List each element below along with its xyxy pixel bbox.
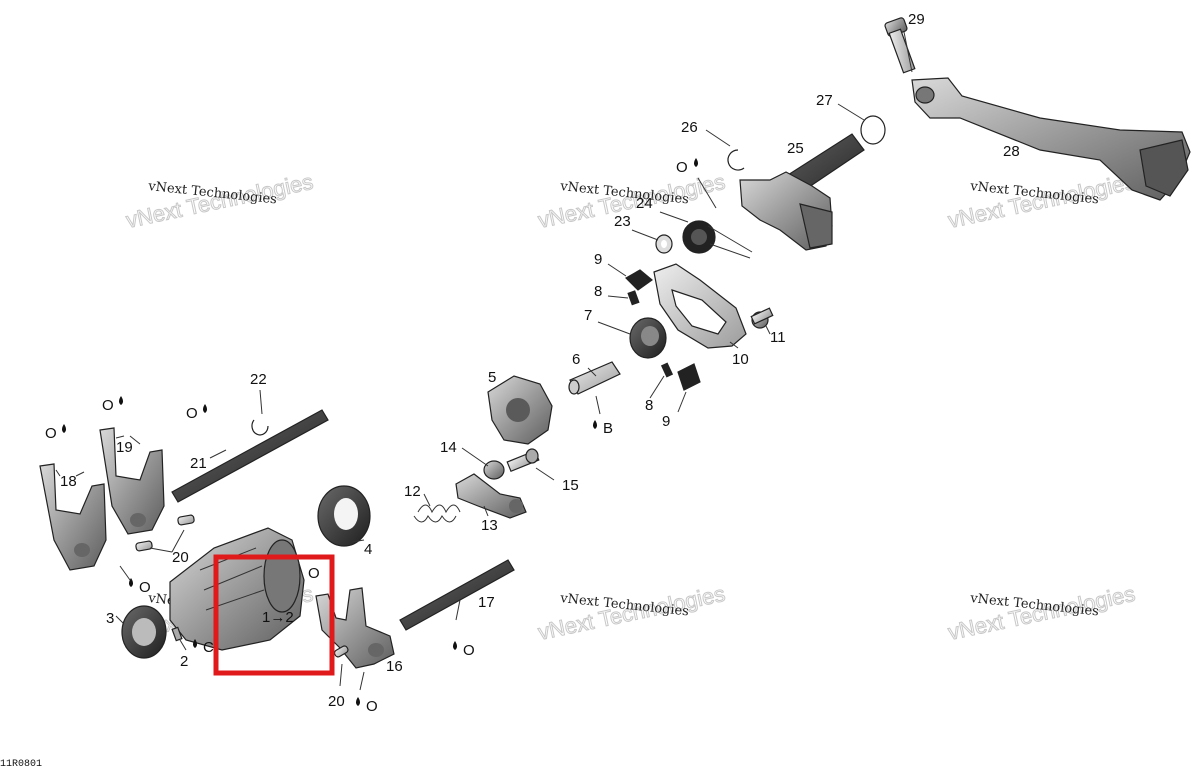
watermark-3: vNext Technologies vNext Technologies <box>945 168 1137 233</box>
callouts: 29 27 26 25 28 24 23 9 8 7 11 10 6 5 8 9… <box>60 11 1020 710</box>
part-19-shift-fork[interactable] <box>99 427 165 535</box>
callout-26: 26 <box>681 119 698 136</box>
part-17-fork-rod[interactable] <box>399 559 515 631</box>
part-1-shift-drum[interactable] <box>169 527 305 651</box>
callout-23: 23 <box>614 213 631 230</box>
part-24-spring[interactable] <box>682 220 753 259</box>
part-12-spring[interactable] <box>413 504 461 523</box>
callout-5: 5 <box>488 369 496 386</box>
oil-drop-icon <box>119 396 123 405</box>
figure-code: 11R0801 <box>0 759 42 769</box>
part-18-shift-fork[interactable] <box>39 463 107 571</box>
oil-drop-icon <box>453 641 457 650</box>
callout-19: 19 <box>116 439 133 456</box>
callout-3: 3 <box>106 610 114 627</box>
part-22-clip[interactable] <box>251 419 269 436</box>
part-9-block-top[interactable] <box>625 269 653 291</box>
part-4-bearing[interactable] <box>317 485 371 547</box>
callout-7: 7 <box>584 307 592 324</box>
part-28-shift-lever[interactable] <box>911 77 1191 201</box>
oil-drop-icon <box>593 420 597 429</box>
watermark-1: vNext Technologies vNext Technologies <box>123 168 315 233</box>
oil-note-o: O <box>463 642 475 659</box>
callout-9-top: 9 <box>594 251 602 268</box>
oil-drop-icon <box>193 639 197 648</box>
oil-note-o: O <box>139 579 151 596</box>
callout-14: 14 <box>440 439 457 456</box>
part-15-bolt[interactable] <box>506 448 540 473</box>
part-7-index-cam[interactable] <box>629 317 667 359</box>
oil-drop-icon <box>356 697 360 706</box>
highlight-box[interactable] <box>213 554 335 676</box>
callout-11: 11 <box>770 329 786 346</box>
callout-15: 15 <box>562 477 579 494</box>
part-26-circlip[interactable] <box>727 149 745 171</box>
part-13-stopper-arm[interactable] <box>455 473 527 519</box>
oil-drop-icon <box>203 404 207 413</box>
part-10-gasket[interactable] <box>653 263 747 349</box>
callout-20-left: 20 <box>172 549 189 566</box>
part-8-pin-top[interactable] <box>627 290 640 306</box>
oil-note-o: O <box>366 698 378 715</box>
lubrication-notes: O O O O O C O B O O 1→2 <box>45 158 698 715</box>
part-6-pin-shaft[interactable] <box>568 361 621 395</box>
oil-note-o: O <box>676 159 688 176</box>
callout-4: 4 <box>364 541 372 558</box>
callout-16: 16 <box>386 658 403 675</box>
callout-9-bottom: 9 <box>662 413 670 430</box>
callout-8-bottom: 8 <box>645 397 653 414</box>
part-27-washer[interactable] <box>860 115 886 145</box>
callout-8-top: 8 <box>594 283 602 300</box>
part-11-screw[interactable] <box>750 307 774 329</box>
callout-20-bottom: 20 <box>328 693 345 710</box>
callout-29: 29 <box>908 11 925 28</box>
oil-drop-icon <box>129 578 133 587</box>
part-20-pins-left[interactable] <box>135 514 195 552</box>
oil-drop-icon <box>62 424 66 433</box>
callout-22: 22 <box>250 371 267 388</box>
watermark-6: vNext Technologies vNext Technologies <box>945 580 1137 645</box>
part-20-pin-bottom[interactable] <box>333 645 349 658</box>
oil-note-o: O <box>308 565 320 582</box>
watermark-5: vNext Technologies vNext Technologies <box>535 580 727 645</box>
part-14-nut[interactable] <box>483 460 505 480</box>
part-23-washer[interactable] <box>655 234 673 254</box>
callout-18: 18 <box>60 473 77 490</box>
oil-note-c: C <box>203 639 214 656</box>
oil-note-b: B <box>603 420 613 437</box>
part-25-shift-shaft[interactable] <box>739 133 865 251</box>
oil-note-o: O <box>186 405 198 422</box>
part-2-pin[interactable] <box>171 626 183 642</box>
callout-6: 6 <box>572 351 580 368</box>
callout-12: 12 <box>404 483 421 500</box>
callout-28: 28 <box>1003 143 1020 160</box>
oil-drop-icon <box>694 158 698 167</box>
part-5-drum-gear[interactable] <box>487 375 553 445</box>
part-8-pin-bottom[interactable] <box>660 362 674 378</box>
callout-25: 25 <box>787 140 804 157</box>
part-16-shift-fork[interactable] <box>315 587 395 669</box>
oil-note-o: O <box>45 425 57 442</box>
callout-21: 21 <box>190 455 207 472</box>
callout-27: 27 <box>816 92 833 109</box>
oil-note-o: O <box>102 397 114 414</box>
part-29-bolt[interactable] <box>884 17 916 74</box>
part-3-bearing[interactable] <box>121 605 167 659</box>
callout-13: 13 <box>481 517 498 534</box>
leader-lines <box>55 31 913 691</box>
callout-10: 10 <box>732 351 749 368</box>
shift-1-2-note: 1→2 <box>262 609 294 626</box>
callout-17: 17 <box>478 594 495 611</box>
part-9-block-bottom[interactable] <box>677 363 701 391</box>
part-21-fork-rod[interactable] <box>171 409 329 503</box>
callout-24: 24 <box>636 195 653 212</box>
callout-2: 2 <box>180 653 188 670</box>
